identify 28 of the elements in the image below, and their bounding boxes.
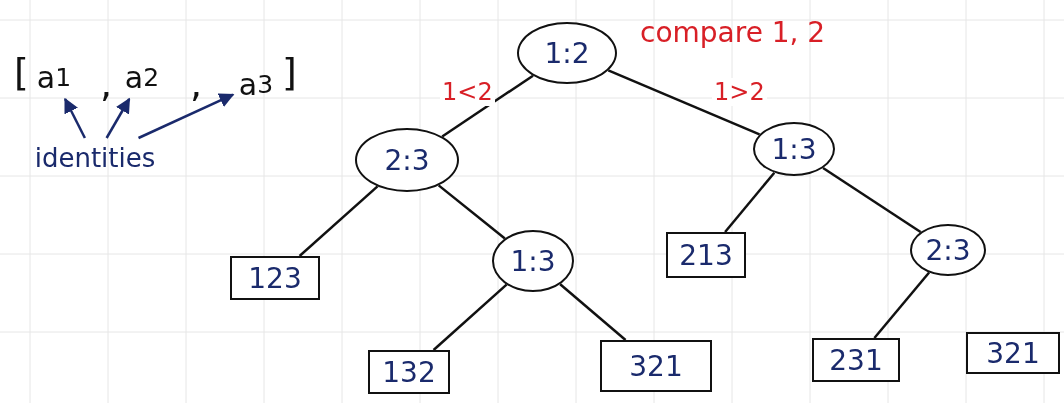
tree-edge	[822, 167, 922, 234]
bracket: ]	[282, 50, 297, 94]
tree-edge	[437, 184, 506, 240]
comparison-ellipse: 2:3	[910, 224, 986, 276]
bracket: [	[14, 50, 29, 94]
leaf-box: 321	[600, 340, 712, 392]
note-text: compare 1, 2	[640, 16, 826, 49]
comparison-ellipse: 1:2	[517, 22, 617, 84]
comparison-ellipse: 1:3	[753, 122, 835, 176]
arrow	[138, 93, 235, 140]
comma: ,	[100, 62, 113, 106]
comma: ,	[190, 62, 203, 106]
edge-label: 1>2	[712, 78, 767, 106]
annotation-text: identities	[10, 138, 180, 178]
leaf-box: 321	[966, 332, 1060, 374]
tree-edge	[559, 283, 627, 341]
tree-edge	[441, 74, 534, 138]
arrow	[64, 97, 86, 139]
leaf-box: 213	[666, 232, 746, 278]
comparison-ellipse: 1:3	[492, 230, 574, 292]
leaf-box: 231	[812, 338, 900, 382]
tree-edge	[298, 185, 379, 257]
tree-edge	[873, 271, 931, 339]
leaf-box: 123	[230, 256, 320, 300]
arrow	[105, 97, 131, 139]
leaf-box: 132	[368, 350, 450, 394]
comparison-ellipse: 2:3	[355, 128, 459, 192]
tree-edge	[432, 283, 508, 351]
